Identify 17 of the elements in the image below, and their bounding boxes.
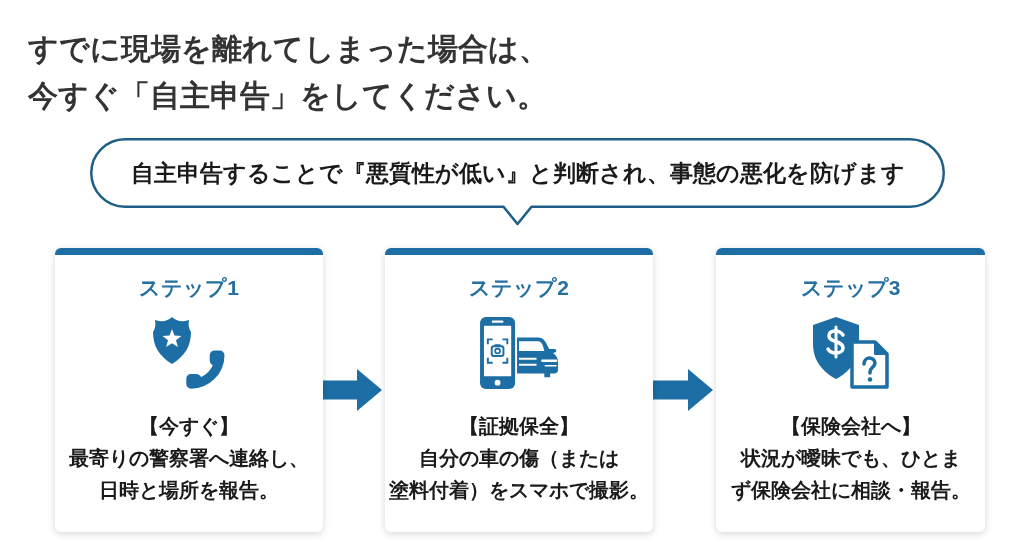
step-subtitle: 【保険会社へ】 [780,414,921,439]
step-description: 最寄りの警察署へ連絡し、日時と場所を報告。 [69,446,309,503]
arrow [323,369,382,411]
step-description: 自分の車の傷（または塗料付着）をスマホで撮影。 [389,446,649,503]
step-subtitle: 【証拠保全】 [459,414,579,439]
arrow [653,369,713,411]
title: すでに現場を離れてしまった場合は、今すぐ「自主申告」をしてください。 [28,31,549,114]
bubble-text: 自主申告することで『悪質性が低い』と判断され、事態の悪化を防げます [130,159,905,188]
step-card [55,248,323,532]
step-title: ステップ1 [139,275,239,301]
step-card [385,248,653,532]
speech-bubble [90,138,945,226]
step-title: ステップ2 [469,275,569,301]
step-card [716,248,985,532]
step-subtitle: 【今すぐ】 [139,414,239,439]
step-description: 状況が曖昧でも、ひとまず保険会社に相談・報告。 [730,446,971,504]
step-title: ステップ3 [800,275,901,301]
